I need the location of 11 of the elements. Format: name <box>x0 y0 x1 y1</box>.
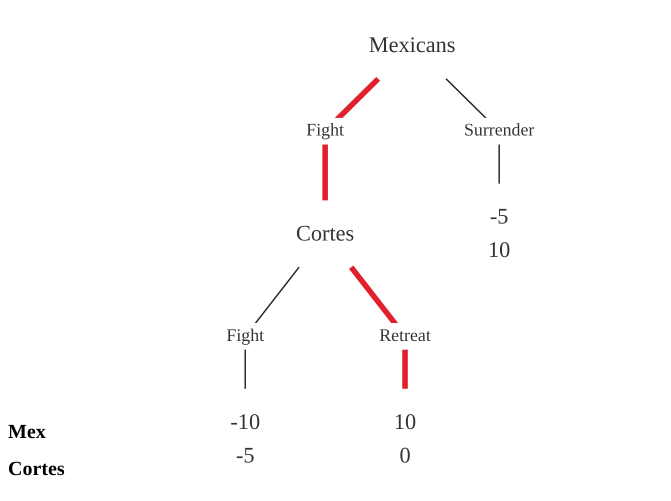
edge-label: Fight <box>226 326 264 345</box>
node-text: Mexicans <box>368 32 456 58</box>
row-label: Mex <box>8 421 47 444</box>
edge-label: Retreat <box>378 326 430 345</box>
node-text: -10 -5 <box>230 409 260 468</box>
node-text: -5 10 <box>488 204 510 262</box>
node-text: Cortes <box>296 221 354 246</box>
node-text: 10 0 <box>394 409 416 468</box>
edge-label: Fight <box>306 120 344 140</box>
row-label: Cortes <box>8 458 65 481</box>
edge-label: Surrender <box>464 120 534 140</box>
